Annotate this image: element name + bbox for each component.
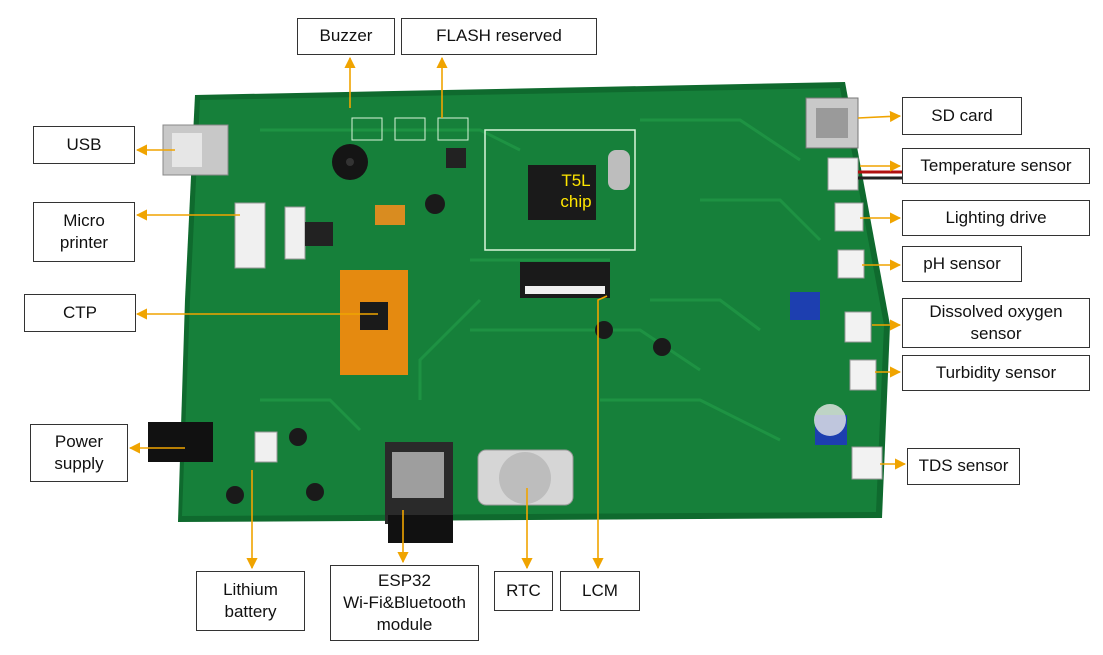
ic-chip: [446, 148, 466, 168]
lcm-connector: [520, 262, 610, 298]
arrow-lcm: [592, 295, 608, 570]
capacitors: [226, 194, 671, 504]
t5l-chip-area: [484, 129, 636, 251]
label-power-supply: Power supply: [30, 424, 128, 482]
potentiometers: [790, 292, 847, 445]
label-sd-card: SD card: [902, 97, 1022, 135]
label-ctp: CTP: [24, 294, 136, 332]
rtc-battery-holder: [477, 449, 574, 506]
esp32-module: [385, 442, 453, 543]
label-turbidity-sensor: Turbidity sensor: [902, 355, 1090, 391]
leader-arrows: [128, 56, 907, 570]
sd-card-slot: [805, 97, 859, 149]
label-usb: USB: [33, 126, 135, 164]
label-lcm: LCM: [560, 571, 640, 611]
label-ph-sensor: pH sensor: [902, 246, 1022, 282]
ctp-flex: [340, 205, 408, 375]
t5l-chip-label: T5L chip: [560, 171, 592, 212]
power-jack: [148, 422, 213, 462]
label-micro-printer: Micro printer: [33, 202, 135, 262]
label-esp32-module: ESP32 Wi-Fi&Bluetooth module: [330, 565, 479, 641]
label-lighting-drive: Lighting drive: [902, 200, 1090, 236]
right-connectors: [827, 157, 905, 480]
battery-connector: [254, 431, 278, 463]
arrow-sd-card: [857, 110, 902, 123]
label-dissolved-oxygen-sensor: Dissolved oxygen sensor: [902, 298, 1090, 348]
label-temperature-sensor: Temperature sensor: [902, 148, 1090, 184]
label-rtc: RTC: [494, 571, 553, 611]
flash-footprints: [351, 117, 469, 141]
printer-connector: [234, 202, 333, 269]
label-flash-reserved: FLASH reserved: [401, 18, 597, 55]
label-buzzer: Buzzer: [297, 18, 395, 55]
pcb-board: [178, 82, 890, 522]
label-lithium-battery: Lithium battery: [196, 571, 305, 631]
buzzer-component: [332, 144, 368, 180]
label-tds-sensor: TDS sensor: [907, 448, 1020, 485]
